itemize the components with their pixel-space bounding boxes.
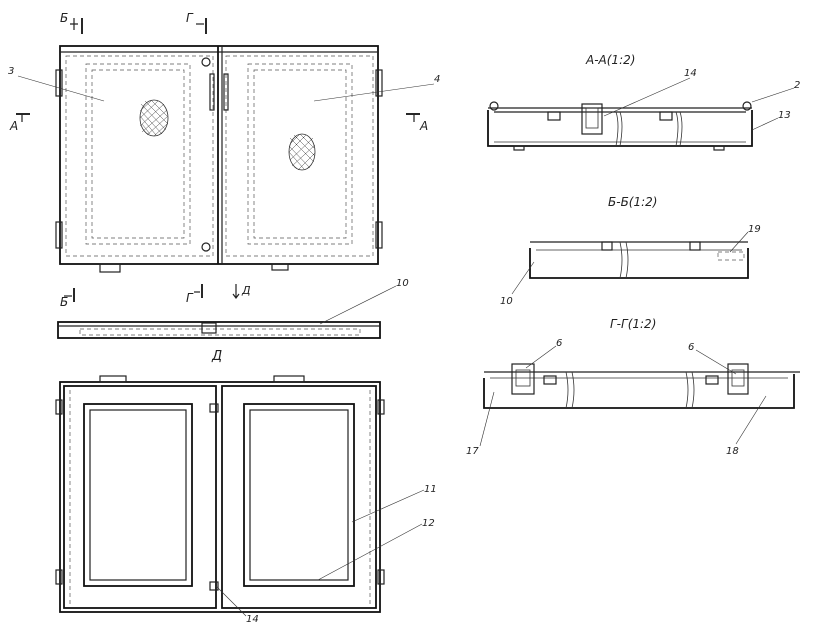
callouts-front: 3 4: [8, 66, 440, 102]
callout-18: 18: [726, 446, 739, 457]
callout-10-section: 10: [500, 296, 513, 307]
mesh-pattern-left: [139, 99, 169, 137]
section-mark-g-bottom: Г: [186, 291, 194, 305]
back-view: 11 12 14: [55, 375, 437, 625]
section-aa-title: А-А(1:2): [585, 53, 635, 67]
callout-12: 12: [422, 518, 435, 529]
section-mark-b-top: Б: [60, 11, 68, 25]
callout-10-top: 10: [396, 278, 409, 289]
callout-17: 17: [466, 446, 479, 457]
callout-14-section: 14: [684, 68, 697, 79]
section-bb: 19 10: [500, 224, 761, 307]
callout-11: 11: [424, 484, 437, 495]
section-gg: 6 6 17 18: [466, 338, 800, 457]
callout-3: 3: [8, 66, 14, 77]
callout-19: 19: [748, 224, 761, 235]
section-mark-a-left: A: [9, 119, 18, 133]
callout-6-right: 6: [688, 342, 694, 353]
callout-2: 2: [794, 80, 800, 91]
front-view: [55, 45, 383, 273]
callout-4: 4: [434, 74, 440, 85]
section-gg-title: Г-Г(1:2): [610, 317, 656, 331]
section-mark-a-right: A: [419, 119, 428, 133]
section-aa: 14 2 13: [487, 68, 800, 151]
callout-6-left: 6: [556, 338, 562, 349]
callout-13: 13: [778, 110, 791, 121]
section-mark-g-top: Г: [186, 11, 194, 25]
view-arrow-d: Д: [241, 284, 251, 297]
section-marks: Б Г A A Б Г Д: [9, 11, 428, 309]
section-mark-b-bottom: Б: [60, 295, 68, 309]
side-view-bar: 10: [57, 278, 409, 339]
mesh-pattern-right: [288, 133, 316, 171]
section-bb-title: Б-Б(1:2): [608, 195, 657, 209]
callout-14-bottom: 14: [246, 614, 259, 625]
view-d-title: Д: [211, 349, 222, 364]
